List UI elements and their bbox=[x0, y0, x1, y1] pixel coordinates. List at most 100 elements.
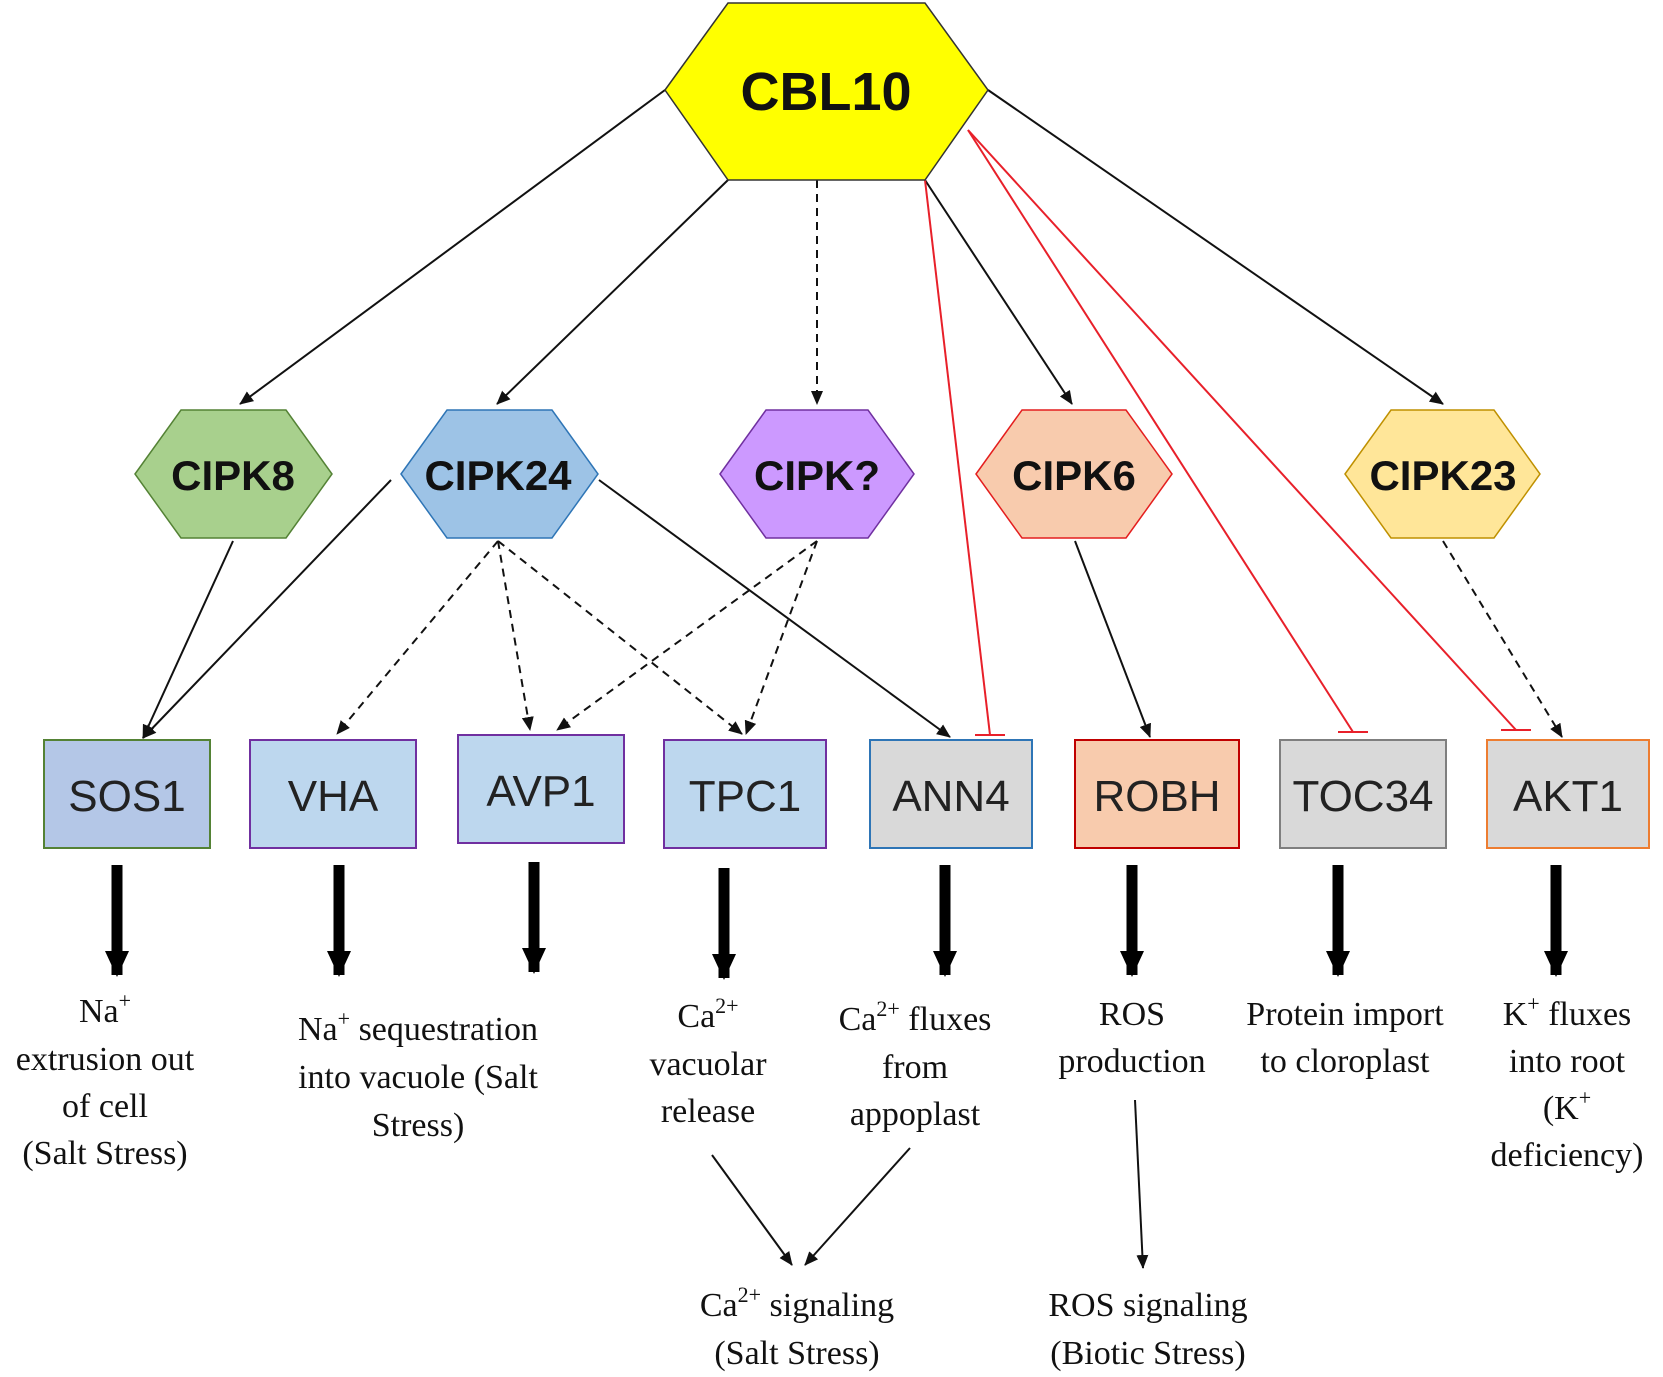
outcome-vha-line3: Stress) bbox=[372, 1107, 465, 1144]
edge-cipk24-tpc1 bbox=[497, 540, 743, 735]
outcome-akt1-line2: into root bbox=[1509, 1043, 1626, 1080]
ros-signaling-sub: (Biotic Stress) bbox=[1050, 1335, 1245, 1372]
outcome-sos1-line3: of cell bbox=[62, 1088, 148, 1125]
edge-cipk23-akt1 bbox=[1442, 540, 1563, 738]
sos1-label: SOS1 bbox=[68, 772, 185, 821]
output-arrows bbox=[105, 862, 1568, 980]
cipk23-label: CIPK23 bbox=[1369, 452, 1516, 499]
cipk8-label: CIPK8 bbox=[171, 452, 295, 499]
cipkq-label: CIPK? bbox=[754, 452, 880, 499]
cipk23-shape bbox=[1344, 409, 1541, 539]
outcome-akt1: K+ fluxes into root (K+ deficiency) bbox=[1491, 991, 1644, 1174]
edge-cipk24-sos1 bbox=[142, 479, 392, 739]
edge-cbl10-cipk24 bbox=[496, 179, 729, 405]
outcome-vha: Na+ sequestration into vacuole (Salt Str… bbox=[298, 1006, 538, 1144]
ros-signaling: ROS signaling (Biotic Stress) bbox=[1048, 1287, 1247, 1372]
edge-cbl10-cipk8 bbox=[239, 89, 666, 405]
outcome-akt1-line1: K+ fluxes bbox=[1503, 991, 1632, 1033]
ann4-box bbox=[869, 739, 1033, 849]
robh-box bbox=[1074, 739, 1240, 849]
ca-signaling-title: Ca2+ signaling bbox=[700, 1282, 894, 1324]
outcome-sos1-line1: Na+ bbox=[79, 988, 131, 1030]
outcome-ann4-line1: Ca2+ fluxes bbox=[839, 996, 992, 1038]
outcome-ann4-line3: appoplast bbox=[850, 1096, 981, 1133]
edges-kinases bbox=[142, 479, 1563, 739]
avp1-label: AVP1 bbox=[486, 767, 595, 816]
ca-signaling: Ca2+ signaling (Salt Stress) bbox=[700, 1282, 894, 1372]
vha-label: VHA bbox=[288, 772, 379, 821]
outcome-vha-line2: into vacuole (Salt bbox=[298, 1059, 538, 1096]
outcome-sos1-line4: (Salt Stress) bbox=[22, 1135, 187, 1172]
tpc1-box bbox=[663, 739, 827, 849]
node-cipk24: CIPK24 bbox=[400, 409, 599, 539]
cipk6-label: CIPK6 bbox=[1012, 452, 1136, 499]
outcome-ann4-line2: from bbox=[882, 1049, 948, 1086]
edge-cipk24-avp1 bbox=[497, 540, 534, 731]
outcome-tpc1-line3: release bbox=[661, 1093, 755, 1130]
edge-cipk8-sos1 bbox=[142, 540, 234, 739]
outcome-toc34-line1: Protein import bbox=[1246, 996, 1444, 1033]
outcome-sos1-line2: extrusion out bbox=[16, 1041, 195, 1078]
toc34-label: TOC34 bbox=[1292, 772, 1433, 821]
cipkq-shape bbox=[719, 409, 915, 539]
inhibit-cbl10-akt1 bbox=[967, 129, 1517, 731]
akt1-label: AKT1 bbox=[1513, 772, 1623, 821]
ann4-label: ANN4 bbox=[892, 772, 1009, 821]
outcome-toc34-line2: to cloroplast bbox=[1260, 1043, 1430, 1080]
toc34-box bbox=[1279, 739, 1447, 849]
robh-label: ROBH bbox=[1093, 772, 1220, 821]
cipk8-shape bbox=[134, 409, 333, 539]
cipk24-shape bbox=[400, 409, 599, 539]
node-toc34: TOC34 bbox=[1279, 739, 1447, 849]
vha-box bbox=[249, 739, 417, 849]
cipk6-shape bbox=[975, 409, 1173, 539]
edge-cipk6-robh bbox=[1074, 540, 1151, 738]
node-robh: ROBH bbox=[1074, 739, 1240, 849]
cbl10-shape bbox=[664, 2, 989, 181]
node-vha: VHA bbox=[249, 739, 417, 849]
edges-inhibition bbox=[924, 129, 1531, 736]
inhibit-cbl10-toc34 bbox=[967, 129, 1354, 733]
edge-ros-signaling bbox=[1134, 1099, 1149, 1269]
outcome-akt1-line4: deficiency) bbox=[1491, 1137, 1644, 1174]
avp1-box bbox=[457, 734, 625, 844]
edge-cbl10-cipk23 bbox=[987, 89, 1444, 405]
outcome-ann4: Ca2+ fluxes from appoplast bbox=[839, 996, 992, 1133]
cipk24-label: CIPK24 bbox=[424, 452, 572, 499]
edge-cipk24-vha bbox=[336, 540, 499, 735]
outcome-vha-line1: Na+ sequestration bbox=[298, 1006, 538, 1048]
outcome-robh-line1: ROS bbox=[1099, 996, 1165, 1033]
node-ann4: ANN4 bbox=[869, 739, 1033, 849]
edges-cbl10 bbox=[239, 89, 1444, 405]
node-avp1: AVP1 bbox=[457, 734, 625, 844]
ca-signaling-sub: (Salt Stress) bbox=[714, 1335, 879, 1372]
node-cipk23: CIPK23 bbox=[1344, 409, 1541, 539]
outcome-akt1-line3: (K+ bbox=[1543, 1085, 1591, 1127]
node-cipkq: CIPK? bbox=[719, 409, 915, 539]
outcome-sos1: Na+ extrusion out of cell (Salt Stress) bbox=[16, 988, 195, 1172]
outcome-tpc1-line2: vacuolar bbox=[649, 1046, 767, 1083]
outcome-toc34: Protein import to cloroplast bbox=[1246, 996, 1444, 1080]
edge-cbl10-cipk6 bbox=[924, 179, 1073, 405]
sos1-box bbox=[43, 739, 211, 849]
node-cipk8: CIPK8 bbox=[134, 409, 333, 539]
edge-cipk24-ann4 bbox=[598, 479, 951, 738]
inhibit-cbl10-ann4 bbox=[924, 179, 991, 736]
signaling-edges bbox=[711, 1099, 1149, 1269]
edge-cipkq-avp1 bbox=[556, 540, 818, 731]
outcome-tpc1: Ca2+ vacuolar release bbox=[649, 993, 767, 1130]
outcome-robh-line2: production bbox=[1058, 1043, 1205, 1080]
outcome-robh: ROS production bbox=[1058, 996, 1205, 1080]
node-akt1: AKT1 bbox=[1486, 739, 1650, 849]
node-tpc1: TPC1 bbox=[663, 739, 827, 849]
edge-cipkq-tpc1 bbox=[744, 540, 818, 735]
node-sos1: SOS1 bbox=[43, 739, 211, 849]
edge-ca-release-signaling bbox=[711, 1154, 793, 1266]
cbl10-label: CBL10 bbox=[740, 62, 911, 122]
ros-signaling-title: ROS signaling bbox=[1048, 1287, 1247, 1324]
akt1-box bbox=[1486, 739, 1650, 849]
node-cbl10: CBL10 bbox=[664, 2, 989, 181]
edge-ca-fluxes-signaling bbox=[804, 1147, 911, 1266]
tpc1-label: TPC1 bbox=[689, 772, 801, 821]
